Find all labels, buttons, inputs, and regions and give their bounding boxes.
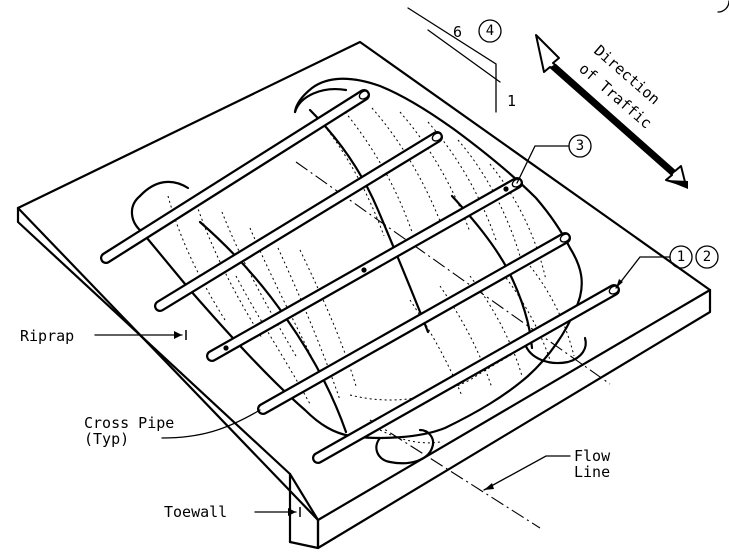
callout-circle-4	[478, 19, 502, 43]
callout-circle-2	[695, 245, 719, 269]
cropped-callout	[717, 0, 729, 13]
channel-left-lip	[138, 180, 190, 198]
cross-pipes	[100, 89, 620, 464]
channel-outlet-lower	[375, 428, 435, 465]
callout-1: 1	[677, 249, 685, 265]
riprap-label: Riprap	[20, 327, 74, 345]
cross-pipe-label-line2: (Typ)	[84, 430, 129, 448]
channel-outlet-right	[523, 336, 587, 365]
channel-outline	[130, 77, 583, 440]
callout-3: 3	[576, 138, 584, 154]
cross-pipe-5	[312, 284, 620, 464]
arrow-shadow	[550, 64, 676, 175]
flow-line-upper	[295, 161, 611, 385]
flow-line-label-line2: Line	[574, 463, 610, 481]
callout-2: 2	[703, 249, 711, 265]
callout-leader-3	[516, 145, 570, 184]
flow-line-label-line1: Flow	[574, 447, 611, 465]
pipe-hole	[361, 267, 367, 273]
cross-pipe-2	[154, 131, 443, 312]
cross-pipe-label-line1: Cross Pipe	[84, 414, 174, 432]
slope-line	[427, 29, 501, 83]
riprap-texture	[167, 107, 575, 444]
pipe-hole	[223, 345, 229, 351]
traffic-arrow: Direction of Traffic	[535, 34, 688, 189]
cross-pipe-1	[100, 89, 370, 264]
annotations: Riprap Cross Pipe (Typ) Flow Line Toewal…	[20, 327, 611, 521]
channel-upper-lip	[293, 88, 348, 114]
slope-rise: 1	[507, 92, 516, 110]
channel-ridge-center	[308, 108, 430, 334]
slab-left-front-edge	[16, 206, 292, 544]
flow-line-lower	[369, 419, 541, 529]
slab	[16, 40, 712, 550]
toewall-front	[288, 472, 320, 550]
cross-pipe-3	[206, 177, 523, 362]
slope-run: 6	[453, 23, 462, 41]
callout-leader-1	[615, 256, 671, 289]
flow-line-leader	[483, 455, 571, 491]
slab-right-front-face	[316, 288, 712, 550]
toewall-label: Toewall	[164, 503, 227, 521]
slope-indicator: 6 1	[407, 7, 516, 113]
arrow-head-shadow	[666, 180, 688, 189]
pipe-hole	[503, 186, 509, 192]
cross-pipe-4	[257, 232, 571, 415]
callout-4: 4	[486, 23, 494, 39]
cross-pipe-leader	[161, 409, 261, 439]
slope-triangle	[407, 7, 497, 113]
callouts: 4 3 1 2	[478, 19, 719, 289]
